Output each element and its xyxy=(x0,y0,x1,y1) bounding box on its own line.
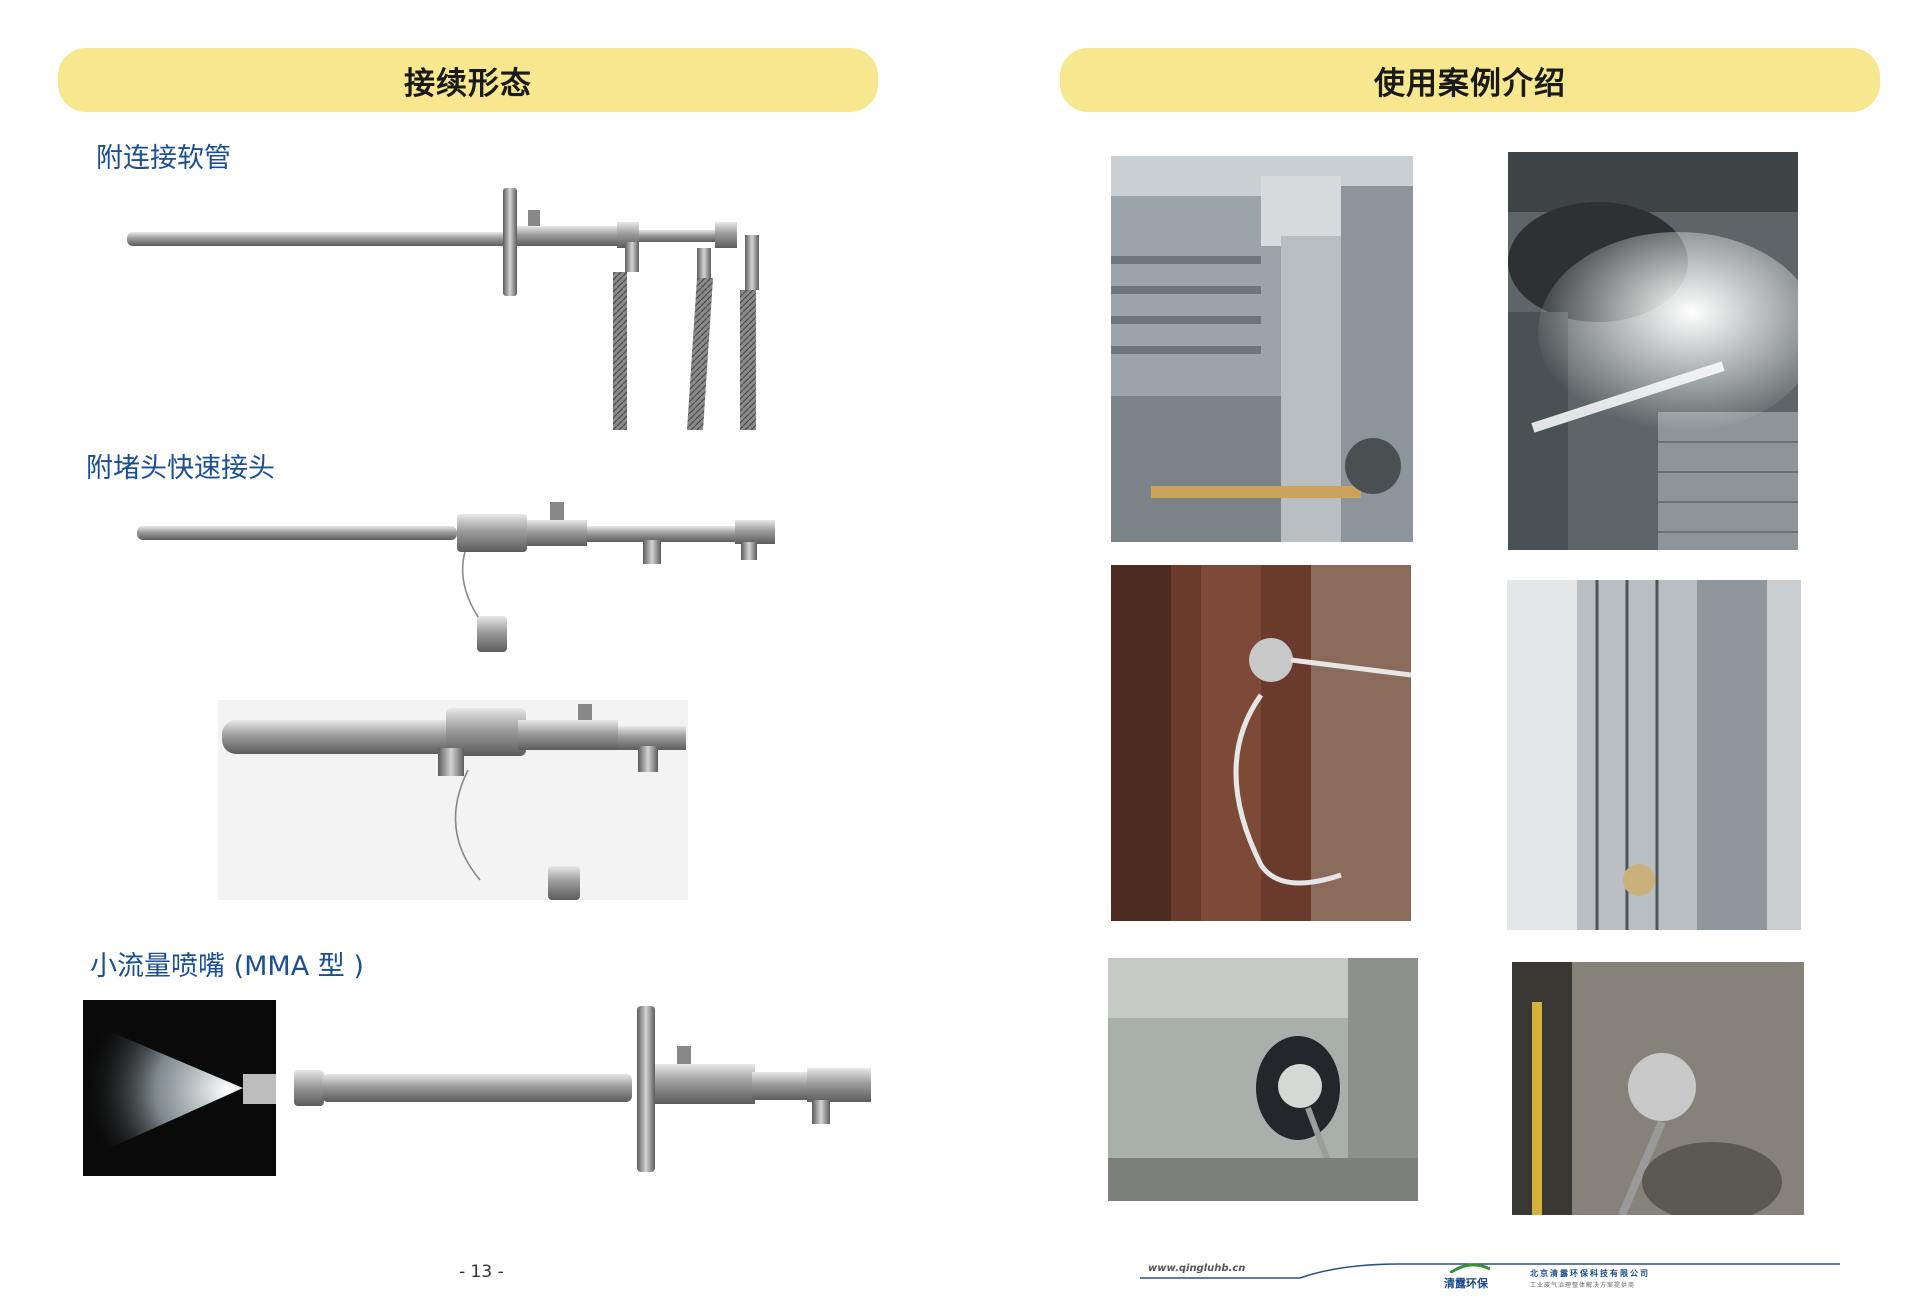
quick-connector-nozzle-image-2 xyxy=(218,700,688,900)
left-title-banner: 接续形态 xyxy=(58,48,878,112)
quick-connector-nozzle-image-1 xyxy=(135,498,785,663)
right-page-title: 使用案例介绍 xyxy=(1374,65,1566,102)
section-heading-hose: 附连接软管 xyxy=(96,143,231,174)
case-photo-5 xyxy=(1108,958,1418,1201)
right-title-banner: 使用案例介绍 xyxy=(1060,48,1880,112)
case-photo-1 xyxy=(1111,156,1413,542)
footer-tagline: 工业废气治理整体解决方案提供商 xyxy=(1530,1282,1636,1289)
page-number: - 13 - xyxy=(459,1262,504,1282)
case-photo-6 xyxy=(1512,962,1804,1215)
logo-icon xyxy=(1450,1263,1490,1273)
footer-url: www.qingluhb.cn xyxy=(1148,1263,1246,1274)
footer-line xyxy=(1140,1256,1840,1286)
mma-nozzle-image xyxy=(292,1004,877,1174)
case-photo-3 xyxy=(1111,565,1411,921)
case-photo-4 xyxy=(1507,580,1801,930)
nozzle-with-hose-image xyxy=(125,180,785,430)
footer-company-name: 北京清露环保科技有限公司 xyxy=(1530,1269,1650,1278)
left-page-title: 接续形态 xyxy=(404,65,532,102)
footer-logo-text: 清露环保 xyxy=(1444,1277,1488,1290)
section-heading-quick-connector: 附堵头快速接头 xyxy=(86,453,275,484)
spray-pattern-photo xyxy=(83,1000,276,1176)
section-heading-mma: 小流量喷嘴 (MMA 型 ) xyxy=(90,951,364,982)
case-photo-2 xyxy=(1508,152,1798,550)
